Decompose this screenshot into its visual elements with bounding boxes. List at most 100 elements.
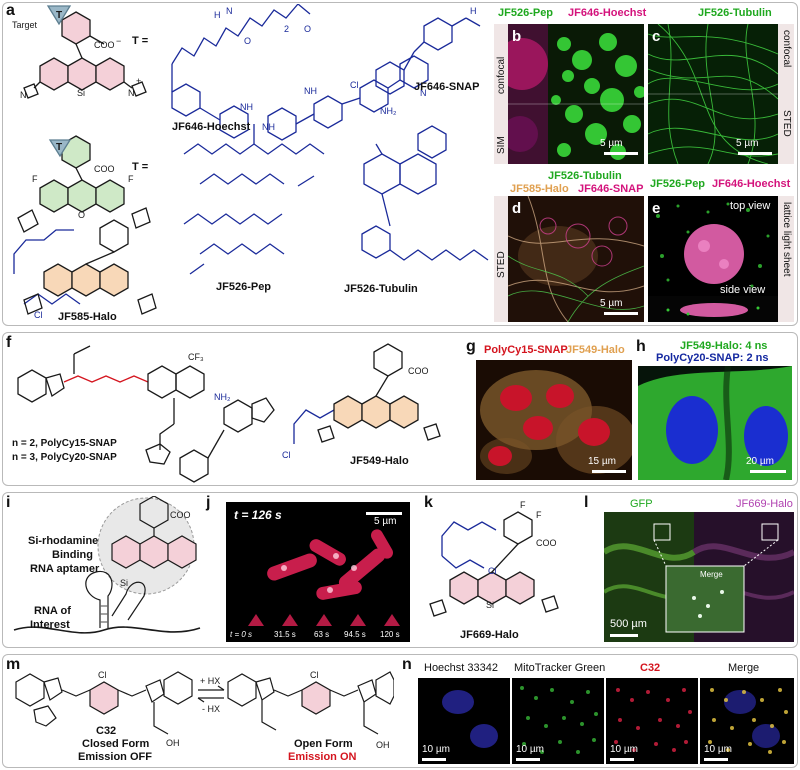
- svg-text:RNA of: RNA of: [34, 605, 71, 617]
- micro-j-image: t = 126 s 5 µm t = 0 s 31.5 s 63 s 94.5 …: [226, 502, 410, 642]
- c-scale-text: 5 µm: [736, 138, 759, 149]
- panel-f-structures: CF₃ NH₂ n = 2, PolyCy15-SNAP n = 3, Poly…: [12, 343, 441, 483]
- svg-text:JF526-Tubulin: JF526-Tubulin: [344, 283, 418, 295]
- svg-text:JF646-Hoechst: JF646-Hoechst: [172, 121, 251, 133]
- svg-text:OH: OH: [376, 740, 390, 750]
- svg-text:COO: COO: [408, 366, 429, 376]
- j-frame-2: 63 s: [314, 630, 330, 639]
- j-frame-4: 120 s: [380, 630, 400, 639]
- svg-text:N: N: [128, 88, 135, 98]
- panel-label-l: l: [584, 494, 589, 511]
- svg-text:O: O: [244, 36, 251, 46]
- n-scalebar-4: [704, 758, 728, 761]
- panel-label-g: g: [466, 338, 476, 355]
- l-inset-label: Merge: [700, 570, 723, 579]
- svg-text:Interest: Interest: [30, 619, 70, 631]
- panel-label-n: n: [402, 656, 412, 673]
- micro-d-cells: [508, 196, 644, 322]
- svg-text:NH: NH: [304, 86, 317, 96]
- micro-n-c32: 10 µm: [606, 678, 698, 764]
- n-scalebar-1: [422, 758, 446, 761]
- target-label: Target: [12, 20, 38, 30]
- j-frame-0: t = 0 s: [230, 630, 253, 639]
- taxol-structure: [361, 125, 489, 261]
- svg-text:−: −: [116, 36, 121, 46]
- d-caption-2: JF585-Halo: [510, 183, 569, 195]
- svg-text:N: N: [420, 88, 427, 98]
- g-caption-1: PolyCy15-SNAP: [484, 344, 568, 356]
- svg-text:Cl: Cl: [350, 80, 359, 90]
- svg-text:Emission ON: Emission ON: [288, 751, 357, 763]
- svg-text:N: N: [226, 6, 233, 16]
- h-scalebar: [750, 470, 786, 473]
- n-scale-text-4: 10 µm: [704, 744, 732, 755]
- snap-structure: [375, 17, 481, 95]
- micro-j-bacteria: [248, 529, 400, 626]
- micro-d-image: d 5 µm: [508, 196, 644, 322]
- b-scalebar: [604, 152, 638, 155]
- micro-c-image: c 5 µm: [648, 24, 778, 164]
- svg-text:COO: COO: [94, 164, 115, 174]
- svg-text:RNA aptamer: RNA aptamer: [30, 563, 100, 575]
- d-caption-3: JF646-SNAP: [578, 183, 644, 195]
- svg-text:T: T: [56, 142, 62, 153]
- svg-text:NH₂: NH₂: [380, 106, 397, 116]
- panel-i-aptamer: Si COO Si-rhodamine Binding RNA aptamer …: [13, 496, 201, 634]
- micro-e-cell: [648, 202, 778, 322]
- micro-g-image: 15 µm: [476, 360, 632, 480]
- svg-text:Closed Form: Closed Form: [82, 738, 149, 750]
- micro-e-image: e top view side view: [648, 196, 778, 322]
- svg-text:T =: T =: [132, 161, 148, 173]
- svg-text:F: F: [536, 510, 542, 520]
- d-panel-label: d: [512, 200, 522, 217]
- micro-n-merge: 10 µm: [700, 678, 794, 764]
- panel-label-k: k: [424, 494, 433, 511]
- svg-text:N: N: [20, 90, 27, 100]
- si-rhodamine-structure: [23, 5, 147, 99]
- d-scale-text: 5 µm: [600, 298, 623, 309]
- jf585-halo-structure: [13, 219, 157, 315]
- hoechst-structure: [171, 4, 429, 141]
- b-sidebar: [494, 24, 508, 164]
- svg-text:NH: NH: [240, 102, 253, 112]
- svg-text:JF585-Halo: JF585-Halo: [58, 311, 117, 323]
- benzoate-ring: [61, 11, 91, 45]
- panel-k-structure: F F COO Si Cl JF669-Halo: [429, 500, 559, 641]
- svg-text:H: H: [470, 6, 477, 16]
- n-caption-3: C32: [640, 662, 661, 674]
- b-side-bottom: SIM: [496, 136, 507, 154]
- svg-text:Binding: Binding: [52, 549, 93, 561]
- h-scale-text: 20 µm: [746, 456, 774, 467]
- d-sidebar: [494, 196, 508, 322]
- e-top-view: top view: [730, 200, 771, 212]
- b-scale-text: 5 µm: [600, 138, 623, 149]
- d-caption-1: JF526-Tubulin: [548, 170, 622, 182]
- panel-a-structures: Target T COO − Si N N + T = JF646-Hoechs…: [12, 4, 489, 323]
- jf526-core-structure: [17, 135, 151, 233]
- n-caption-1: Hoechst 33342: [424, 662, 498, 674]
- target-triangle-icon: [46, 5, 72, 26]
- svg-text:JF646-SNAP: JF646-SNAP: [414, 81, 479, 93]
- svg-text:Cl: Cl: [98, 670, 107, 680]
- n-scale-text-3: 10 µm: [610, 744, 638, 755]
- svg-text:Si: Si: [77, 88, 85, 98]
- n-scalebar-3: [610, 758, 634, 761]
- micro-g-cells: [480, 370, 632, 474]
- e-side-view: side view: [720, 284, 766, 296]
- c-side-top: confocal: [781, 30, 792, 68]
- j-frame-1: 31.5 s: [274, 630, 296, 639]
- svg-text:Si: Si: [486, 600, 494, 610]
- panel-m-scheme: Cl Cl + HX - HX OH OH C32 Closed Form Em…: [15, 670, 394, 763]
- peptide-structure: [183, 124, 325, 275]
- panel-label-f: f: [6, 334, 12, 351]
- svg-text:n = 2, PolyCy15-SNAP: n = 2, PolyCy15-SNAP: [12, 438, 117, 449]
- d-side: STED: [496, 251, 507, 278]
- svg-text:Cl: Cl: [310, 670, 319, 680]
- g-caption-2: JF549-Halo: [566, 344, 625, 356]
- svg-text:+: +: [136, 76, 141, 86]
- h-caption-1: JF549-Halo: 4 ns: [680, 340, 768, 352]
- svg-text:F: F: [32, 174, 38, 184]
- j-scalebar: [366, 512, 402, 515]
- micro-l-image: Merge 500 µm: [604, 512, 794, 642]
- svg-text:Emission OFF: Emission OFF: [78, 751, 152, 763]
